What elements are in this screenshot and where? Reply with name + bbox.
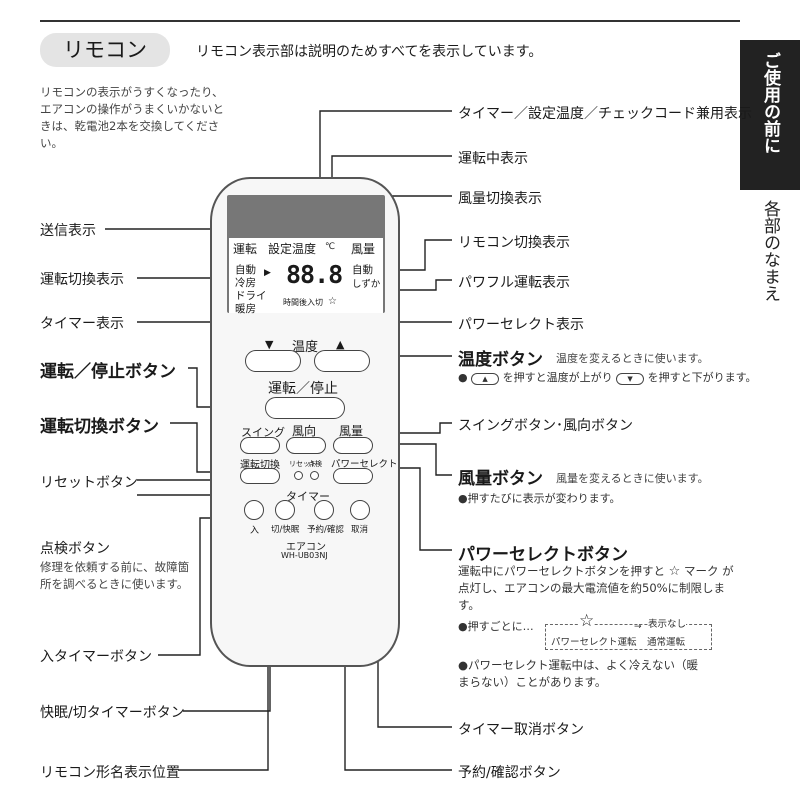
fan-button-description: 風量を変えるときに使います。 <box>556 472 709 485</box>
lcd-fan: 風量 <box>351 242 376 256</box>
label-timer-on-button: 入タイマーボタン <box>40 649 152 665</box>
ps-cycle-star-icon: ☆ <box>579 611 595 631</box>
label-fan-indicator: 風量切換表示 <box>458 191 542 207</box>
temp-down-label: ▼ <box>265 338 274 351</box>
lcd-digits: 88.8 <box>286 260 343 289</box>
label-power-select-indicator: パワーセレクト表示 <box>458 317 584 333</box>
reset-label: リセット <box>289 460 317 468</box>
on-label: 入 <box>250 526 260 536</box>
fan-button-note: ●押すたびに表示が変わります。 <box>458 492 621 505</box>
ps-desc-part1: 運転中にパワーセレクトボタンを押すと <box>458 564 665 578</box>
check-button-description: 修理を依頼する前に、故障箇所を調べるときに使います。 <box>40 560 190 591</box>
power-select-mark-icon: ☆ <box>668 564 681 579</box>
timer-on-button[interactable] <box>244 500 264 520</box>
lcd-timer-row: 時間後入切 <box>283 298 323 307</box>
fan-button[interactable] <box>333 437 373 454</box>
lcd-fan-auto: 自動 <box>352 264 373 276</box>
timer-label: タイマー <box>286 490 330 503</box>
check-label: 点検 <box>308 460 322 468</box>
ps-cycle-box <box>545 624 712 650</box>
label-running-indicator: 運転中表示 <box>458 151 528 167</box>
label-send-indicator: 送信表示 <box>40 223 96 239</box>
section-topic: 各部のなまえ <box>760 200 780 302</box>
lcd-auto: 自動 <box>235 264 256 276</box>
mode-switch-label: 運転切換 <box>240 460 280 471</box>
lcd-dry: ドライ <box>235 290 267 302</box>
label-timer-temp-code-display: タイマー／設定温度／チェックコード兼用表示 <box>458 106 752 122</box>
timer-cancel-button[interactable] <box>350 500 370 520</box>
cancel-label: 取消 <box>351 525 369 535</box>
label-mode-indicator: 運転切換表示 <box>40 272 124 288</box>
ps-cycle-lead: ●押すごとに… <box>458 620 534 633</box>
label-model-position: リモコン形名表示位置 <box>40 765 180 781</box>
label-remote-switch-indicator: リモコン切換表示 <box>458 235 570 251</box>
header-note: リモコン表示部は説明のためすべてを表示しています。 <box>196 44 543 60</box>
label-check-button: 点検ボタン <box>40 541 110 557</box>
ps-warning: ●パワーセレクト運転中は、よく冷えない（暖まらない）ことがあります。 <box>458 658 699 689</box>
header-rule <box>40 20 740 22</box>
power-select-lcd-icon: ☆ <box>328 296 337 307</box>
power-select-description: 運転中にパワーセレクトボタンを押すと ☆ マーク が点灯し、エアコンの最大電流値… <box>458 563 738 614</box>
send-icon: ▶ <box>264 268 271 278</box>
run-stop-label: 運転／停止 <box>268 381 338 397</box>
lcd-mode: 運転 <box>233 242 258 256</box>
label-timer-indicator: タイマー表示 <box>40 316 124 332</box>
ps-cycle-option-c: 通常運転 <box>647 637 686 648</box>
ps-cycle-option-a: パワーセレクト運転 <box>551 637 637 648</box>
header-badge: リモコン <box>40 33 170 67</box>
direction-label: 風向 <box>292 424 317 438</box>
ps-cycle-arrow: → <box>634 622 642 632</box>
fan-label: 風量 <box>339 424 364 438</box>
lcd-set-temp: 設定温度 <box>268 242 317 256</box>
section-tab <box>740 40 800 190</box>
lcd-cool: 冷房 <box>235 277 256 289</box>
swing-button[interactable] <box>240 437 280 454</box>
lcd-heat: 暖房 <box>235 303 256 315</box>
swing-label: スイング <box>241 426 285 439</box>
label-power-select-button: パワーセレクトボタン <box>458 545 628 565</box>
ps-desc-part3: が点灯し、エアコンの最大電流値を約50%に制限します。 <box>458 564 734 612</box>
label-fan-button: 風量ボタン <box>458 469 543 489</box>
label-sleep-off-timer-button: 快眠/切タイマーボタン <box>40 705 185 721</box>
reserve-label: 予約/確認 <box>307 525 344 535</box>
check-button[interactable] <box>310 471 319 480</box>
label-temp-button: 温度ボタン <box>458 350 543 370</box>
lcd-fan-quiet: しずか <box>352 279 381 290</box>
temp-down-button[interactable] <box>245 350 301 372</box>
label-run-stop-button: 運転／停止ボタン <box>40 362 176 382</box>
temp-note: ● ▲ を押すと温度が上がり ▼ を押すと下がります。 <box>458 369 757 385</box>
temp-note-bullet: ● <box>458 371 468 384</box>
sleep-off-label: 切/快眠 <box>271 525 300 535</box>
temp-up-label: ▲ <box>336 338 345 351</box>
section-tab-label: ご使用の前に <box>760 52 780 154</box>
label-powerful-indicator: パワフル運転表示 <box>458 275 570 291</box>
temp-up-key-icon: ▲ <box>471 373 500 385</box>
remote-display-panel <box>229 238 383 313</box>
temp-note-up: を押すと温度が上がり <box>502 371 613 384</box>
direction-button[interactable] <box>286 437 326 454</box>
mode-switch-button[interactable] <box>240 468 280 484</box>
label-reset-button: リセットボタン <box>40 475 138 491</box>
ps-cycle-option-b: 表示なし <box>648 616 687 630</box>
label-mode-switch-button: 運転切換ボタン <box>40 417 159 437</box>
temp-label: 温度 <box>292 340 319 355</box>
temp-up-button[interactable] <box>314 350 370 372</box>
temp-down-key-icon: ▼ <box>616 373 645 385</box>
temp-note-down: を押すと下がります。 <box>647 371 757 384</box>
power-select-label: パワーセレクト <box>331 459 398 470</box>
label-reserve-confirm-button: 予約/確認ボタン <box>458 765 561 781</box>
power-select-button[interactable] <box>333 468 373 484</box>
reserve-confirm-button[interactable] <box>314 500 334 520</box>
label-swing-direction-buttons: スイングボタン･風向ボタン <box>458 418 633 434</box>
brand-label: エアコン <box>286 542 326 553</box>
ps-desc-part2: マーク <box>683 564 719 578</box>
label-timer-cancel-button: タイマー取消ボタン <box>458 722 584 738</box>
run-stop-button[interactable] <box>265 397 345 419</box>
reset-button[interactable] <box>294 471 303 480</box>
model-label: WH-UB03NJ <box>281 551 328 560</box>
sleep-off-timer-button[interactable] <box>275 500 295 520</box>
lcd-celsius: ℃ <box>325 242 336 252</box>
temp-button-description: 温度を変えるときに使います。 <box>556 352 709 365</box>
battery-note: リモコンの表示がうすくなったり、エアコンの操作がうまくいかないときは、乾電池2本… <box>40 85 224 150</box>
